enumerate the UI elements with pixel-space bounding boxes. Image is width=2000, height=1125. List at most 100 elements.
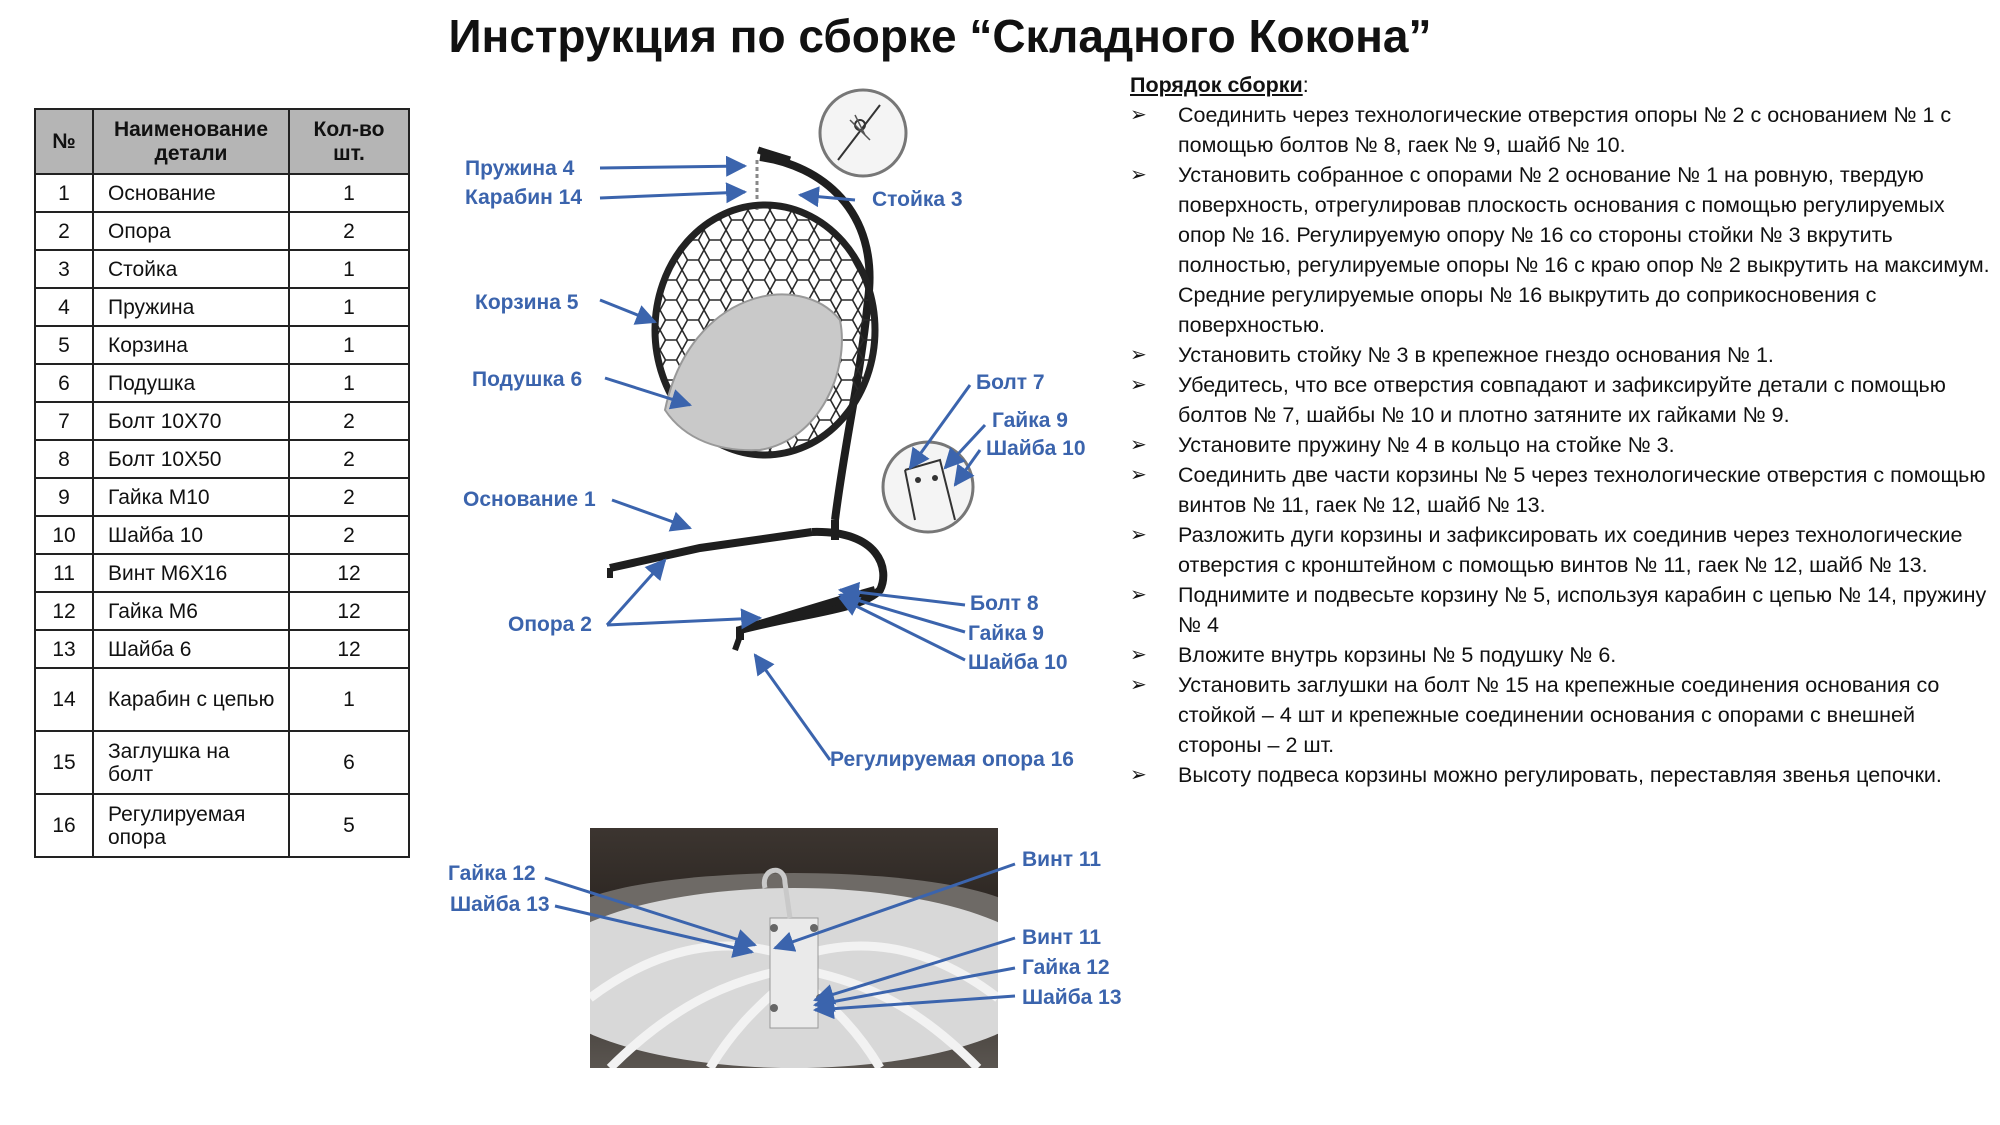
label-bolt8: Болт 8 — [970, 592, 1039, 615]
steps-heading-colon: : — [1302, 73, 1309, 97]
row-number: 1 — [34, 173, 94, 213]
label-washer10-bottom: Шайба 10 — [968, 651, 1068, 674]
assembly-instructions: Порядок сборки: ➢ Соединить через техноло… — [1130, 70, 1990, 790]
row-number: 6 — [34, 363, 94, 403]
cocoon-chair-diagram — [599, 88, 987, 761]
label-carabiner: Карабин 14 — [465, 186, 583, 209]
col-qty-header: Кол-во шт. — [288, 108, 410, 175]
arrowhead-bullet-icon: ➢ — [1130, 434, 1147, 456]
row-number: 15 — [34, 730, 94, 795]
row-number: 13 — [34, 629, 94, 669]
step-text: Установить стойку № 3 в крепежное гнездо… — [1178, 343, 1774, 367]
row-name: Карабин с цепью — [92, 667, 290, 732]
row-name: Гайка М6 — [92, 591, 290, 631]
arrowhead-bullet-icon: ➢ — [1130, 164, 1147, 186]
step-text: Соединить через технологические отверсти… — [1178, 103, 1952, 157]
label-screw11-top: Винт 11 — [1022, 848, 1102, 871]
list-item: ➢ Убедитесь, что все отверстия совпадают … — [1130, 370, 1990, 430]
label-nut9-bottom: Гайка 9 — [968, 622, 1044, 645]
label-nut9-top: Гайка 9 — [992, 409, 1068, 432]
row-number: 2 — [34, 211, 94, 251]
row-number: 10 — [34, 515, 94, 555]
row-name: Болт 10Х50 — [92, 439, 290, 479]
list-item: ➢ Разложить дуги корзины и зафиксировать … — [1130, 520, 1990, 580]
joint-detail-icon — [881, 440, 975, 534]
row-name: Опора — [92, 211, 290, 251]
row-name: Заглушка на болт — [92, 730, 290, 795]
row-name: Болт 10Х70 — [92, 401, 290, 441]
list-item: ➢ Поднимите и подвесьте корзину № 5, испо… — [1130, 580, 1990, 640]
step-text: Установите пружину № 4 в кольцо на стойк… — [1178, 433, 1675, 457]
row-name: Гайка М10 — [92, 477, 290, 517]
list-item: ➢ Установить стойку № 3 в крепежное гнезд… — [1130, 340, 1990, 370]
step-text: Установить собранное с опорами № 2 основ… — [1178, 163, 1990, 337]
step-text: Высоту подвеса корзины можно регулироват… — [1178, 763, 1942, 787]
step-text: Убедитесь, что все отверстия совпадают и… — [1178, 373, 1946, 427]
row-number: 3 — [34, 249, 94, 289]
label-washer13-right: Шайба 13 — [1022, 986, 1122, 1009]
row-number: 14 — [34, 667, 94, 732]
label-spring: Пружина 4 — [465, 157, 575, 180]
list-item: ➢ Вложите внутрь корзины № 5 подушку № 6. — [1130, 640, 1990, 670]
steps-heading-text: Порядок сборки — [1130, 73, 1303, 97]
step-text: Разложить дуги корзины и зафиксировать и… — [1178, 523, 1963, 577]
row-qty: 12 — [288, 629, 410, 669]
arrowhead-bullet-icon: ➢ — [1130, 344, 1147, 366]
label-washer10-top: Шайба 10 — [986, 437, 1086, 460]
arrowhead-bullet-icon: ➢ — [1130, 644, 1147, 666]
label-nut12-left: Гайка 12 — [448, 862, 536, 885]
row-qty: 1 — [288, 363, 410, 403]
row-qty: 5 — [288, 793, 410, 858]
list-item: ➢Установить заглушки на болт № 15 на кре… — [1130, 670, 1990, 760]
row-name: Винт М6Х16 — [92, 553, 290, 593]
label-nut12-right: Гайка 12 — [1022, 956, 1110, 979]
row-qty: 1 — [288, 173, 410, 213]
row-qty: 1 — [288, 325, 410, 365]
label-basket: Корзина 5 — [475, 291, 579, 314]
step-text: Вложите внутрь корзины № 5 подушку № 6. — [1178, 643, 1617, 667]
row-qty: 2 — [288, 477, 410, 517]
arrowhead-bullet-icon: ➢ — [1130, 524, 1147, 546]
row-qty: 2 — [288, 515, 410, 555]
label-screw11: Винт 11 — [1022, 926, 1102, 949]
arrowhead-bullet-icon: ➢ — [1130, 584, 1147, 606]
chain-detail-icon — [818, 88, 908, 178]
label-adjustable-support: Регулируемая опора 16 — [830, 748, 1074, 771]
table-header-row: № Наименование детали Кол-во шт. — [34, 108, 410, 175]
row-qty: 2 — [288, 439, 410, 479]
row-qty: 1 — [288, 667, 410, 732]
row-name: Пружина — [92, 287, 290, 327]
label-bolt7: Болт 7 — [976, 371, 1045, 394]
row-name: Основание — [92, 173, 290, 213]
arrowhead-bullet-icon: ➢ — [1130, 674, 1147, 696]
arrowhead-bullet-icon: ➢ — [1130, 464, 1147, 486]
step-text: Поднимите и подвесьте корзину № 5, испол… — [1178, 583, 1987, 637]
arrowhead-bullet-icon: ➢ — [1130, 374, 1147, 396]
row-name: Корзина — [92, 325, 290, 365]
row-qty: 12 — [288, 553, 410, 593]
row-name: Стойка — [92, 249, 290, 289]
photo-pointers — [544, 862, 1016, 1020]
arrowhead-bullet-icon: ➢ — [1130, 764, 1147, 786]
row-name: Регулируемая опора — [92, 793, 290, 858]
label-support: Опора 2 — [508, 613, 592, 636]
row-qty: 1 — [288, 249, 410, 289]
step-text: Соединить две части корзины № 5 через те… — [1178, 463, 1986, 517]
row-number: 4 — [34, 287, 94, 327]
arrowhead-bullet-icon: ➢ — [1130, 104, 1147, 126]
row-qty: 12 — [288, 591, 410, 631]
page-title: Инструкция по сборке “Складного Кокона” — [448, 10, 1432, 62]
